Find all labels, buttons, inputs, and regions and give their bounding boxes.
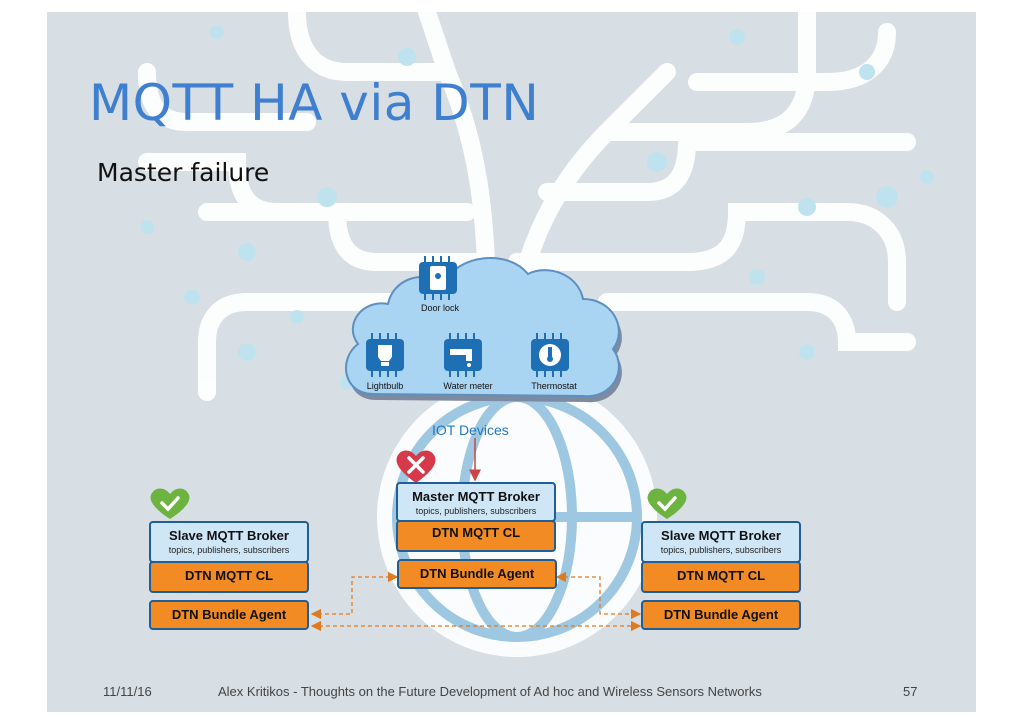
door-lock-icon <box>419 256 457 300</box>
iot-devices-label: IOT Devices <box>432 422 509 438</box>
master-dtn-mqtt-cl: DTN MQTT CL <box>396 520 556 552</box>
heart-x-icon <box>396 450 436 483</box>
slave-right-broker-title: Slave MQTT Broker <box>661 528 781 543</box>
heart-check-right-icon <box>647 488 687 519</box>
device-label-lightbulb: Lightbulb <box>366 381 404 391</box>
device-label-thermostat: Thermostat <box>531 381 577 391</box>
slave-right-dtn-bundle-agent: DTN Bundle Agent <box>641 600 801 630</box>
slave-right-broker-box: Slave MQTT Broker topics, publishers, su… <box>641 521 801 563</box>
device-label-water-meter: Water meter <box>443 381 493 391</box>
water-meter-icon <box>444 333 482 377</box>
footer-text: Alex Kritikos - Thoughts on the Future D… <box>218 684 762 699</box>
master-broker-title: Master MQTT Broker <box>412 489 540 504</box>
slave-left-broker-box: Slave MQTT Broker topics, publishers, su… <box>149 521 309 563</box>
slave-right-broker-subtitle: topics, publishers, subscribers <box>660 545 782 555</box>
lightbulb-icon <box>366 333 404 377</box>
slide-title: MQTT HA via DTN <box>89 74 540 132</box>
thermostat-icon <box>531 333 569 377</box>
footer-date: 11/11/16 <box>103 684 152 699</box>
master-broker-box: Master MQTT Broker topics, publishers, s… <box>396 482 556 522</box>
footer-page-number: 57 <box>903 684 918 699</box>
slave-left-dtn-bundle-agent: DTN Bundle Agent <box>149 600 309 630</box>
slide-subtitle: Master failure <box>97 158 270 187</box>
slave-left-dtn-mqtt-cl: DTN MQTT CL <box>149 561 309 593</box>
device-label-door-lock: Door lock <box>420 303 459 313</box>
slave-right-dtn-mqtt-cl: DTN MQTT CL <box>641 561 801 593</box>
heart-check-left-icon <box>150 488 190 519</box>
slave-left-broker-subtitle: topics, publishers, subscribers <box>168 545 290 555</box>
master-dtn-bundle-agent: DTN Bundle Agent <box>397 559 557 589</box>
slave-left-broker-title: Slave MQTT Broker <box>169 528 289 543</box>
master-broker-subtitle: topics, publishers, subscribers <box>415 506 537 516</box>
